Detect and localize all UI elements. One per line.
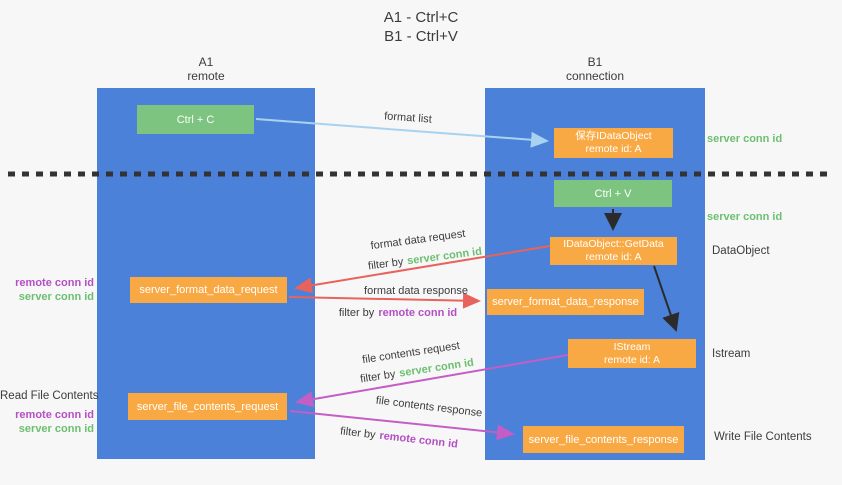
node-server-file-contents-response-label: server_file_contents_response	[528, 433, 679, 446]
annotation-conn-ids-file: remote conn id server conn id	[0, 409, 94, 436]
node-istream-line2: remote id: A	[603, 353, 661, 366]
annotation-dataobject: DataObject	[712, 245, 770, 257]
annotation-server-conn-id-1: server conn id	[18, 290, 94, 303]
node-ctrl-c-label: Ctrl + C	[176, 113, 215, 126]
node-idataobject-getdata-line2: remote id: A	[585, 251, 642, 263]
node-server-format-data-request-label: server_format_data_request	[139, 284, 278, 296]
filter-prefix: filter by	[367, 255, 405, 273]
flow-label-format-list: format list	[383, 110, 433, 126]
title-line-2: B1 - Ctrl+V	[384, 28, 458, 45]
node-save-idataobject-line2: remote id: A	[585, 143, 642, 155]
node-server-file-contents-request: server_file_contents_request	[128, 393, 287, 420]
node-ctrl-c: Ctrl + C	[137, 105, 254, 134]
node-server-format-data-response: server_format_data_response	[487, 289, 644, 315]
filter-key-remote-conn-id: remote conn id	[378, 429, 459, 451]
node-server-format-data-response-label: server_format_data_response	[492, 296, 639, 308]
filter-prefix: filter by	[359, 368, 397, 386]
node-save-idataobject: 保存IDataObject remote id: A	[554, 128, 673, 158]
lane-b1-subtitle: connection	[565, 69, 625, 83]
lane-header-a1: A1 remote	[97, 55, 315, 83]
node-server-file-contents-request-label: server_file_contents_request	[136, 400, 279, 413]
annotation-server-conn-id-2: server conn id	[18, 422, 94, 435]
lane-b1-title: B1	[587, 55, 603, 69]
filter-key-remote-conn-id: remote conn id	[378, 307, 458, 319]
node-idataobject-getdata: IDataObject::GetData remote id: A	[550, 237, 677, 265]
diagram-title: A1 - Ctrl+C B1 - Ctrl+V	[0, 8, 842, 46]
filter-key-server-conn-id: server conn id	[406, 245, 483, 268]
node-server-format-data-request: server_format_data_request	[130, 277, 287, 303]
node-ctrl-v: Ctrl + V	[554, 180, 672, 207]
node-server-file-contents-response: server_file_contents_response	[523, 426, 684, 453]
node-idataobject-getdata-line1: IDataObject::GetData	[563, 238, 664, 250]
flow-label-format-data-response: format data response	[364, 285, 468, 297]
annotation-conn-ids-format: remote conn id server conn id	[0, 277, 94, 304]
lane-a1-title: A1	[198, 55, 214, 69]
title-line-1: A1 - Ctrl+C	[383, 9, 459, 26]
annotation-write-file-contents: Write File Contents	[714, 431, 812, 443]
node-istream: IStream remote id: A	[568, 339, 696, 368]
node-ctrl-v-label: Ctrl + V	[594, 187, 632, 200]
node-istream-line1: IStream	[613, 340, 651, 353]
filter-prefix: filter by	[338, 307, 375, 319]
lane-header-b1: B1 connection	[485, 55, 705, 83]
annotation-istream: Istream	[712, 348, 751, 360]
annotation-remote-conn-id-2: remote conn id	[15, 409, 94, 421]
flow-label-file-contents-response: file contents response	[375, 394, 483, 420]
annotation-server-conn-id-mid: server conn id	[707, 211, 783, 223]
lane-a1-subtitle: remote	[187, 69, 225, 83]
format-data-response-arrow	[288, 292, 481, 309]
annotation-remote-conn-id-1: remote conn id	[15, 277, 94, 289]
annotation-read-file-contents: Read File Contents	[0, 390, 99, 402]
filter-key-server-conn-id: server conn id	[398, 356, 475, 380]
filter-prefix: filter by	[339, 425, 377, 442]
annotation-server-conn-id-top: server conn id	[707, 133, 783, 145]
node-save-idataobject-line1: 保存IDataObject	[575, 130, 652, 142]
